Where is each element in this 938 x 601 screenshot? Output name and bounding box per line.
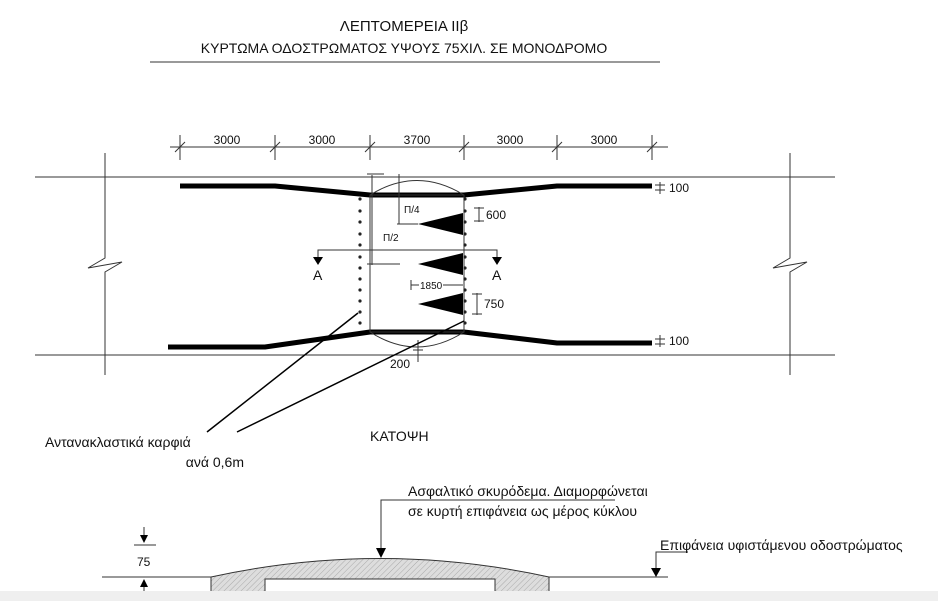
bottom-margin — [0, 591, 938, 601]
dim-pi-2: Π/2 — [383, 233, 399, 244]
dim-segment-1: 3000 — [214, 133, 241, 147]
drawing-subtitle: ΚΥΡΤΩΜΑ ΟΔΟΣΤΡΩΜΑΤΟΣ ΥΨΟΥΣ 75ΧΙΛ. ΣΕ ΜΟΝ… — [201, 40, 608, 56]
reflective-studs — [358, 197, 467, 325]
hump-section — [210, 558, 550, 594]
section-mark-left: Α — [313, 267, 323, 283]
material-note-line-2: σε κυρτή επιφάνεια ως μέρος κύκλου — [408, 503, 637, 519]
section-line — [313, 249, 502, 265]
studs-label: Αντανακλαστικά καρφιά — [45, 434, 191, 450]
height-75: 75 — [137, 555, 151, 569]
dim-pi-4: Π/4 — [404, 205, 420, 216]
material-arrow-icon — [376, 548, 386, 558]
surface-leader — [655, 551, 688, 570]
dim-segment-2: 3000 — [309, 133, 336, 147]
surface-note: Επιφάνεια υφιστάμενου οδοστρώματος — [660, 537, 903, 553]
material-note-line-1: Ασφαλτικό σκυρόδεμα. Διαμορφώνεται — [408, 483, 648, 499]
dim-segment-5: 3000 — [591, 133, 618, 147]
internal-dimensions — [367, 173, 665, 362]
drawing-title: ΛΕΠΤΟΜΕΡΕΙΑ IIβ — [340, 18, 469, 35]
studs-spacing: ανά 0,6m — [186, 454, 244, 470]
dim-200: 200 — [390, 357, 410, 371]
edge-offset-top: 100 — [669, 181, 689, 195]
dim-segment-4: 3000 — [497, 133, 524, 147]
dim-600: 600 — [486, 208, 506, 222]
dimension-chain: 3000 3000 3700 3000 3000 — [170, 133, 668, 160]
dim-1850: 1850 — [420, 281, 443, 292]
dim-750: 750 — [484, 297, 504, 311]
material-leader — [380, 499, 615, 550]
studs-leader — [206, 312, 359, 433]
bottom-edge-marking — [168, 329, 652, 350]
triangle-markings — [418, 213, 463, 315]
surface-arrow-icon — [651, 568, 661, 577]
plan-view-label: ΚΑΤΟΨΗ — [370, 428, 429, 444]
road-edges — [35, 153, 835, 375]
edge-offset-bottom: 100 — [669, 334, 689, 348]
dim-segment-3: 3700 — [404, 133, 431, 147]
studs-leader — [236, 320, 465, 433]
top-edge-marking — [180, 183, 652, 198]
section-mark-right: Α — [492, 267, 502, 283]
